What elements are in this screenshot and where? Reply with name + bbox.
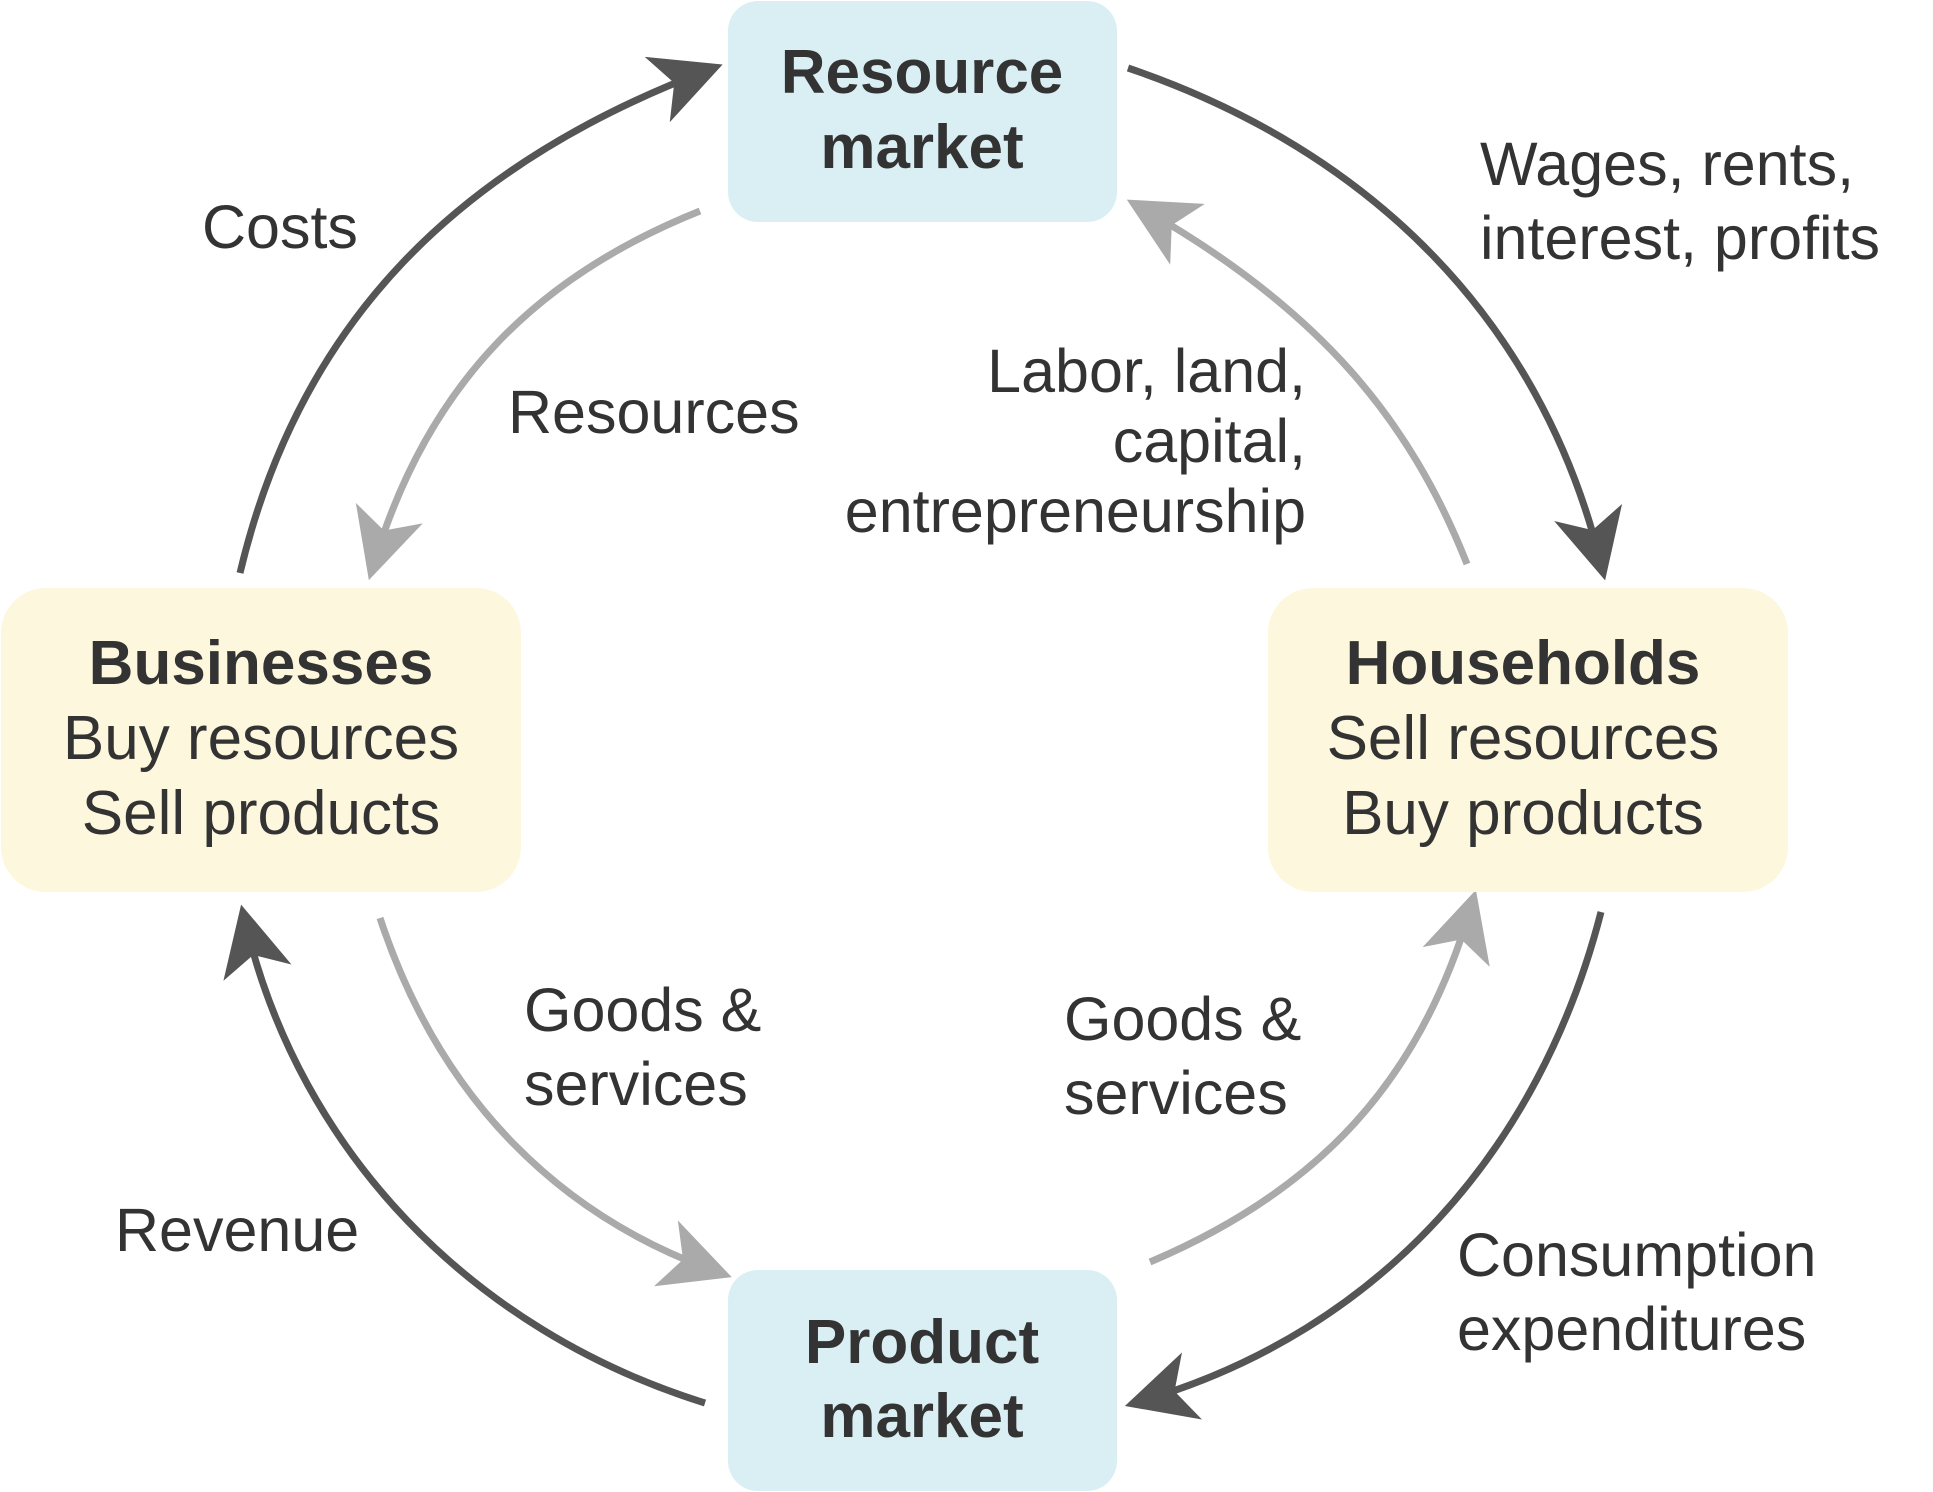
- goods-to-households-arrow: [1148, 889, 1490, 1266]
- resources-arrow: [355, 207, 702, 581]
- businesses-node: Businesses Buy resources Sell products: [1, 588, 521, 892]
- goods-to-market-label-line1: Goods &: [524, 976, 761, 1044]
- revenue-label: Revenue: [115, 1196, 359, 1264]
- goods-to-market-label-line2: services: [524, 1050, 748, 1118]
- households-line2: Buy products: [1342, 779, 1704, 848]
- product-market-node: Product market: [728, 1270, 1117, 1491]
- product-market-title-line2: market: [820, 1382, 1023, 1451]
- businesses-title: Businesses: [89, 629, 434, 698]
- resource-market-node: Resource market: [728, 1, 1117, 222]
- households-node: Households Sell resources Buy products: [1268, 588, 1788, 892]
- businesses-line1: Buy resources: [63, 704, 459, 773]
- product-market-title-line1: Product: [805, 1308, 1039, 1377]
- goods-to-households-label-line1: Goods &: [1064, 985, 1301, 1053]
- consumption-arrow: [1124, 911, 1605, 1420]
- costs-arrow: [236, 56, 723, 574]
- resource-market-title-line1: Resource: [781, 38, 1064, 107]
- consumption-label-line2: expenditures: [1457, 1295, 1806, 1363]
- factors-label-line2: capital,: [1113, 407, 1306, 475]
- households-title: Households: [1346, 629, 1701, 698]
- consumption-label-line1: Consumption: [1457, 1221, 1816, 1289]
- wages-arrow: [1126, 64, 1623, 581]
- goods-to-market-arrow: [376, 916, 732, 1287]
- resource-market-title-line2: market: [820, 113, 1023, 182]
- costs-label: Costs: [202, 193, 358, 261]
- resources-label: Resources: [508, 378, 800, 446]
- factors-label-line1: Labor, land,: [987, 337, 1306, 405]
- businesses-line2: Sell products: [82, 779, 440, 848]
- wages-label-line2: interest, profits: [1480, 204, 1880, 272]
- wages-label-line1: Wages, rents,: [1480, 130, 1854, 198]
- revenue-arrow: [223, 904, 707, 1407]
- factors-arrow: [1126, 199, 1471, 566]
- goods-to-households-label-line2: services: [1064, 1059, 1288, 1127]
- factors-label-line3: entrepreneurship: [845, 477, 1306, 545]
- households-line1: Sell resources: [1327, 704, 1720, 773]
